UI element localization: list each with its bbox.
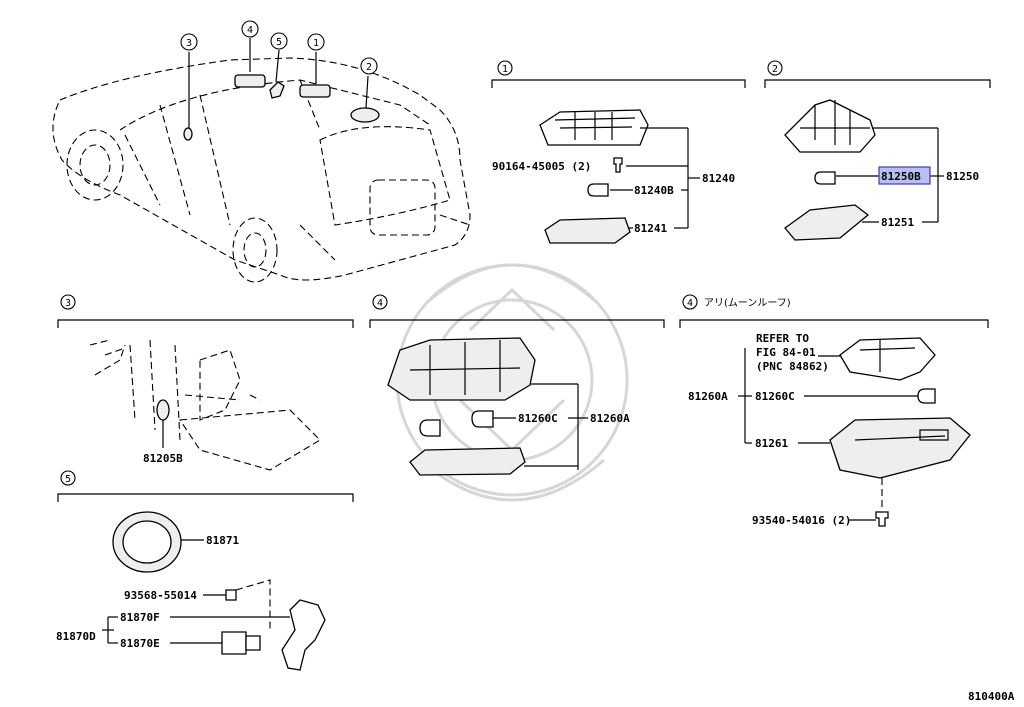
label-81241: 81241 <box>634 222 667 235</box>
svg-text:4: 4 <box>247 25 253 36</box>
car-marker-2: 2 <box>360 57 378 75</box>
label-81251: 81251 <box>881 216 914 229</box>
refer-line-3: (PNC 84862) <box>756 360 829 373</box>
car-marker-5: 5 <box>270 32 288 50</box>
label-93568-55014: 93568-55014 <box>124 589 197 602</box>
section-4-moonroof: 4 アリ(ムーンルーフ) REFER TO FIG 84-01 (PNC 848… <box>679 294 989 527</box>
car-marker-3: 3 <box>180 33 198 51</box>
bracket-81870 <box>281 599 326 671</box>
label-81871: 81871 <box>206 534 239 547</box>
figure-code: 810400A <box>968 690 1015 703</box>
map-lamp-location <box>269 81 285 99</box>
car-marker-4: 4 <box>241 20 259 38</box>
socket-81870e <box>221 631 247 655</box>
moonroof-note: アリ(ムーンルーフ) <box>704 297 791 309</box>
section-2-marker: 2 <box>772 64 778 75</box>
lens-81251 <box>784 204 870 241</box>
svg-text:5: 5 <box>276 37 282 48</box>
section-3: 3 81205B <box>57 294 354 471</box>
label-81205b: 81205B <box>143 452 183 465</box>
label-81260c-right: 81260C <box>755 390 795 403</box>
lens-81261 <box>829 417 971 479</box>
refer-line-1: REFER TO <box>756 332 809 345</box>
rear-lamp-location <box>350 107 380 123</box>
label-81250: 81250 <box>946 170 979 183</box>
label-81261: 81261 <box>755 437 788 450</box>
courtesy-lamp-location <box>183 127 193 141</box>
lens-81260 <box>409 447 526 476</box>
screw-90164 <box>613 157 623 173</box>
label-81240: 81240 <box>702 172 735 185</box>
bulb-81260c-moonroof <box>917 388 936 404</box>
svg-text:2: 2 <box>366 62 372 73</box>
bulb-81250b <box>814 171 836 185</box>
section-4b-marker: 4 <box>687 298 693 309</box>
section-1: 1 90164-45005 (2) 81240B 81241 81240 <box>491 60 746 244</box>
car-marker-1: 1 <box>307 33 325 51</box>
vehicle-overview <box>52 38 471 283</box>
label-93540-54016: 93540-54016 (2) <box>752 514 851 527</box>
section-5-marker: 5 <box>65 474 71 485</box>
bulb-81205b <box>156 399 170 421</box>
socket-bulb-left <box>419 419 441 437</box>
front-lamp-location <box>299 84 331 98</box>
label-81870d: 81870D <box>56 630 96 643</box>
bulb-81260c <box>471 410 494 428</box>
svg-text:3: 3 <box>186 38 192 49</box>
screw-93540 <box>875 511 889 527</box>
room-lamp-location <box>234 74 266 88</box>
label-81260a-left: 81260A <box>590 412 630 425</box>
svg-text:1: 1 <box>313 38 319 49</box>
section-1-marker: 1 <box>502 64 508 75</box>
section-4a-marker: 4 <box>377 298 383 309</box>
label-81870f: 81870F <box>120 611 160 624</box>
lamp-housing-81250 <box>784 99 876 153</box>
section-2: 2 81250B 81251 81250 <box>764 60 991 241</box>
label-81240b: 81240B <box>634 184 674 197</box>
screw-93568 <box>225 589 237 601</box>
label-81260a-right: 81260A <box>688 390 728 403</box>
section-5: 5 81871 93568-55014 81870F 81870E 81870D <box>56 470 354 671</box>
label-81250b: 81250B <box>881 170 921 183</box>
bracket-84862 <box>839 337 936 381</box>
label-81260c-left: 81260C <box>518 412 558 425</box>
label-90164-45005: 90164-45005 (2) <box>492 160 591 173</box>
label-81870e: 81870E <box>120 637 160 650</box>
section-4-standard: 4 81260C 81260A <box>369 294 665 476</box>
lens-81241 <box>544 217 631 244</box>
refer-line-2: FIG 84-01 <box>756 346 816 359</box>
bulb-81240b <box>587 183 609 197</box>
highlight-81250b[interactable] <box>878 166 931 185</box>
section-3-marker: 3 <box>65 298 71 309</box>
